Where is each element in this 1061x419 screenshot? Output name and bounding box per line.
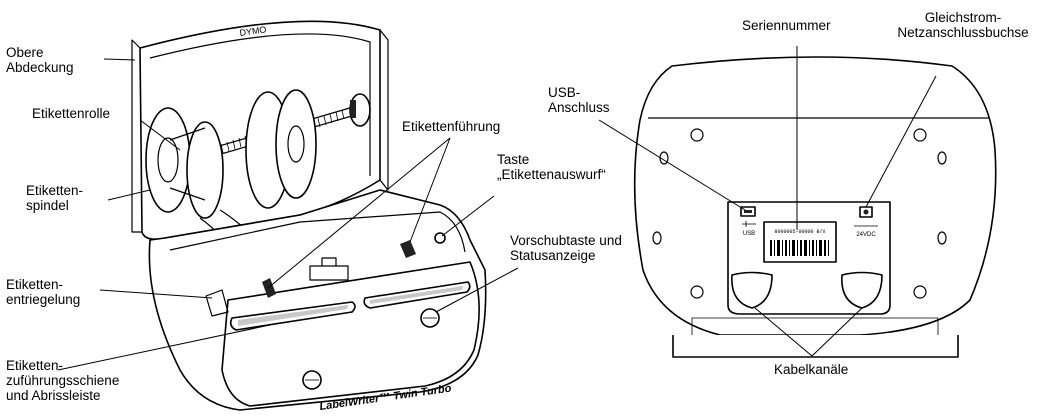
left-leader-lines <box>57 58 519 371</box>
label-serial-number: Seriennummer <box>742 18 831 33</box>
label-dc-jack: Gleichstrom- Netzanschlussbuchse <box>897 10 1029 40</box>
label-cable-channels: Kabelkanäle <box>774 362 849 377</box>
left-printer-drawing: DYMO <box>131 20 487 413</box>
label-feed-rail: Etiketten- zuführungsschiene und Abrissl… <box>6 358 120 403</box>
label-top-cover: Obere Abdeckung <box>6 45 74 75</box>
label-label-guide: Etikettenführung <box>402 119 501 134</box>
right-printer-drawing: 8000005-00000 B/X USB 24VDC <box>633 56 997 358</box>
right-leader-lines <box>598 46 937 357</box>
label-usb-port: USB- Anschluss <box>548 85 610 115</box>
cover-brand-text: DYMO <box>239 24 267 38</box>
label-label-roll: Etikettenrolle <box>32 106 111 121</box>
serial-sticker-text: 8000005-00000 B/X <box>774 229 825 235</box>
dc-port-text: 24VDC <box>856 232 876 238</box>
label-feed-button-status: Vorschubtaste und Statusanzeige <box>510 233 622 263</box>
usb-port-text: USB <box>743 231 755 237</box>
label-label-release: Etiketten- entriegelung <box>6 277 81 307</box>
label-eject-button: Taste „Etikettenauswurf“ <box>497 152 606 182</box>
label-label-spool: Etiketten- spindel <box>26 183 84 213</box>
